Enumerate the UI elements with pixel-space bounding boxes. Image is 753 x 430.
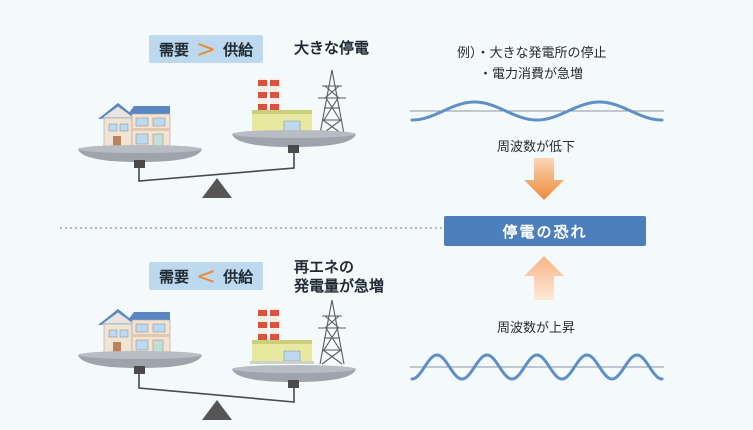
arrow-up-icon (524, 256, 564, 300)
bottom-scale (78, 299, 356, 420)
power-plant-icon (249, 69, 347, 135)
supply-label: 供給 (223, 40, 254, 59)
greater-than-operator: > (196, 35, 217, 63)
less-than-operator: < (196, 262, 217, 290)
top-balance-badge: 需要 > 供給 (149, 35, 264, 63)
demand-label: 需要 (159, 40, 190, 59)
house-icon (97, 102, 171, 151)
supply-label: 供給 (223, 267, 254, 286)
example-note-2: ・電力消費が急増 (479, 67, 584, 82)
example-note-1: 例）・大きな発電所の停止 (457, 46, 607, 61)
demand-label: 需要 (159, 267, 190, 286)
house-icon (97, 308, 171, 357)
low-frequency-wave (410, 100, 664, 122)
top-caption: 大きな停電 (294, 39, 370, 57)
power-plant-icon (249, 299, 347, 365)
bottom-balance-badge: 需要 < 供給 (149, 262, 264, 290)
bottom-caption-line-1: 再エネの (294, 258, 355, 276)
high-frequency-wave (410, 353, 664, 381)
top-scale (78, 69, 356, 198)
bottom-caption-line-2: 発電量が急増 (294, 277, 385, 295)
bottom-caption: 再エネの 発電量が急増 (294, 258, 384, 296)
arrow-down-icon (524, 158, 564, 200)
blackout-risk-box: 停電の恐れ (444, 216, 646, 246)
frequency-rise-label: 周波数が上昇 (497, 321, 576, 336)
frequency-drop-label: 周波数が低下 (497, 140, 576, 155)
